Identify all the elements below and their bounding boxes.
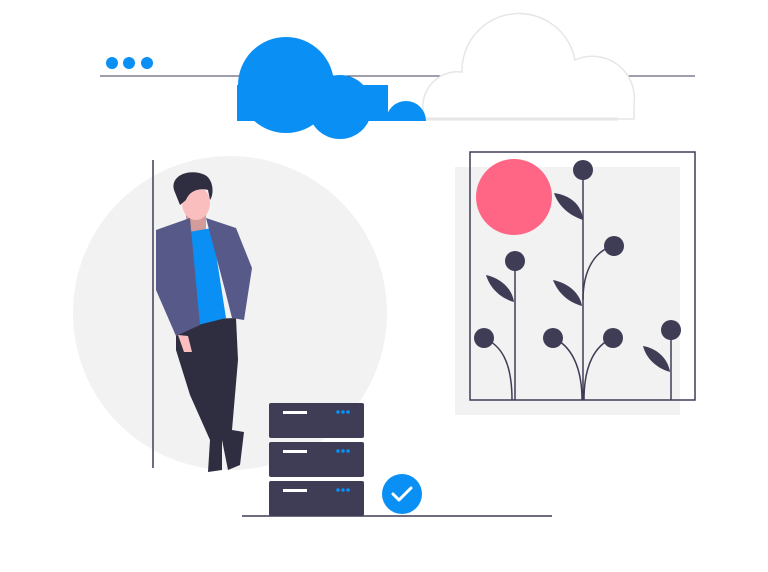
plant-flowers — [474, 160, 681, 372]
person-figure — [156, 172, 252, 472]
check-icon — [382, 474, 422, 514]
background-circle — [73, 156, 387, 470]
outline-cloud-icon — [385, 12, 636, 121]
server-unit — [269, 442, 364, 477]
server-unit — [269, 481, 364, 516]
server-unit — [269, 403, 364, 438]
window-dots-icon — [106, 57, 153, 69]
sun-circle — [476, 159, 552, 235]
server-stack-icon — [269, 403, 364, 516]
